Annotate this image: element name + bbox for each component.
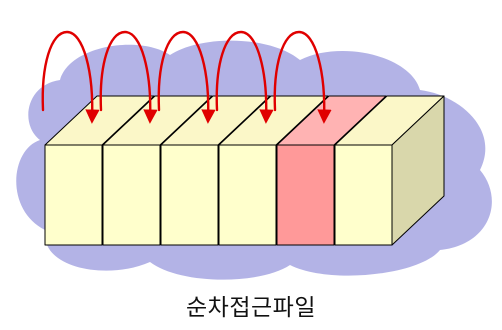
sequential-access-arrow <box>157 30 216 124</box>
record-front-face <box>160 144 219 246</box>
record-front-face <box>276 144 335 246</box>
record-front-face <box>102 144 161 246</box>
record-front-face <box>44 144 103 246</box>
sequential-access-arrow <box>99 30 158 124</box>
sequential-access-arrow <box>215 30 274 124</box>
diagram-caption: 순차접근파일 <box>186 295 316 321</box>
records-group <box>44 95 445 246</box>
record-block <box>334 95 445 246</box>
record-front-face <box>218 144 277 246</box>
sequential-access-arrow <box>41 30 100 124</box>
record-front-face <box>334 144 393 246</box>
sequential-access-arrow <box>273 30 332 124</box>
arrows-group <box>41 30 332 124</box>
